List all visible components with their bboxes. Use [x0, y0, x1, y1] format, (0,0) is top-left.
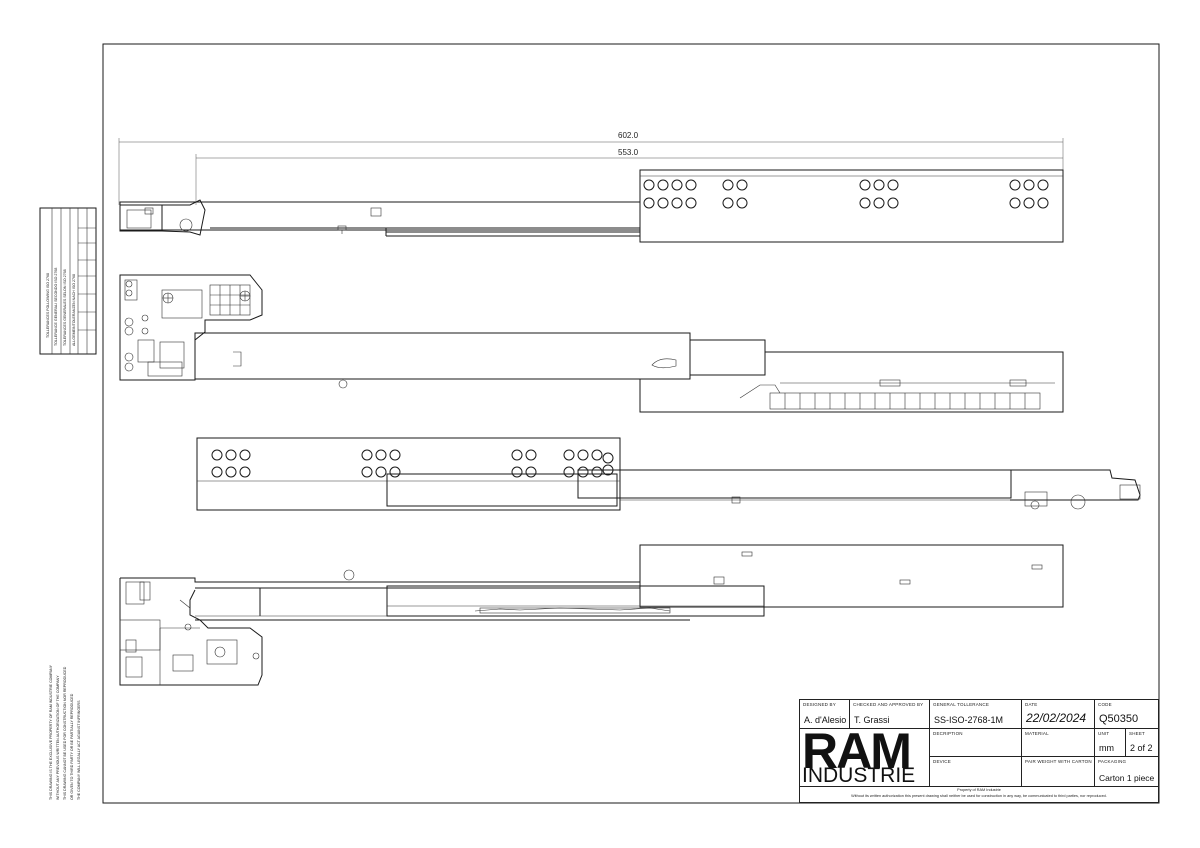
checked-by-value: T. Grassi — [854, 715, 890, 725]
logo-industrie: INDUSTRIE — [802, 764, 916, 787]
view-top — [119, 274, 1064, 413]
description-cell: DECRIPTION — [930, 729, 1022, 757]
tolerance-table: TOLLERANCES FOLLOWING ISO 2768 TOLLERANC… — [39, 207, 97, 355]
packaging-cell: PACKAGING Carton 1 piece — [1095, 757, 1158, 787]
material-cell: MATERIAL — [1022, 729, 1095, 757]
view-bottom — [119, 544, 1064, 686]
pair-weight-cell: PAIR WEIGHT WITH CARTON — [1022, 757, 1095, 787]
dimension-inner-label: 553.0 — [618, 148, 639, 157]
date-cell: DATE 22/02/2024 — [1022, 700, 1095, 729]
general-tolerance-value: SS-ISO-2768-1M — [934, 715, 1004, 725]
unit-cell: UNIT mm — [1095, 729, 1126, 757]
notice-line-5: THE COMPANY WILL LEGALLY ACT AGAINST INF… — [77, 700, 81, 800]
sheet-value: 2 of 2 — [1130, 743, 1153, 753]
company-logo: RAM INDUSTRIE — [800, 723, 930, 787]
dimension-overall-label: 602.0 — [618, 131, 639, 140]
logo-ram: RAM — [802, 723, 912, 779]
footer-property: Property of RAM Industrie — [957, 788, 1001, 792]
dimension-inner: 553.0 — [195, 148, 1063, 205]
title-block-footer: Property of RAM Industrie Without its wr… — [800, 787, 1158, 802]
packaging-value: Carton 1 piece — [1099, 773, 1155, 783]
sheet-border — [102, 43, 1160, 804]
designed-by-cell: DESIGNED BY A. d'Alesio — [800, 700, 850, 729]
designed-by-value: A. d'Alesio — [804, 715, 847, 725]
view-side-bottom — [196, 437, 1141, 511]
checked-by-cell: CHECKED AND APPROVED BY T. Grassi — [850, 700, 930, 729]
title-block: DESIGNED BY A. d'Alesio CHECKED AND APPR… — [799, 699, 1159, 803]
device-cell: DEVICE — [930, 757, 1022, 787]
notice-line-2: WITHOUT ANY PREVIOUS WRITTEN AUTHORIZATI… — [56, 675, 60, 800]
code-cell: CODE Q50350 — [1095, 700, 1158, 729]
dimension-overall: 602.0 — [118, 131, 1064, 205]
general-tolerance-cell: GENERAL TOLLERANCE SS-ISO-2768-1M — [930, 700, 1022, 729]
unit-value: mm — [1099, 743, 1114, 753]
tolerance-line-1: TOLLERANCE GENERALI SECONDO ISO 2768 — [54, 268, 58, 346]
code-value: Q50350 — [1099, 713, 1139, 725]
tolerance-title: TOLLERANCES FOLLOWING ISO 2768 — [46, 273, 50, 338]
notice-line-1: THIS DRAWING IS THE EXCLUSIVE PROPERTY O… — [49, 664, 53, 800]
notice-line-4: OR GIVEN TO THIRD PARTY OR BE PARTIALLY … — [70, 693, 74, 800]
footer-disclaimer: Without its written authorization this p… — [851, 794, 1107, 798]
view-side-top — [119, 169, 1064, 243]
notice-line-3: THIS DRAWING CANNOT BE USED FOR CONSTRUC… — [63, 666, 67, 800]
property-notice: THIS DRAWING IS THE EXCLUSIVE PROPERTY O… — [49, 664, 81, 800]
tolerance-line-2: TOLERANCES GENERALES SELON ISO 2768 — [63, 269, 67, 346]
tolerance-line-3: ALLGEMEINTOLERANZEN NACH ISO 2768 — [72, 274, 76, 346]
sheet-cell: SHEET 2 of 2 — [1126, 729, 1158, 757]
date-value: 22/02/2024 — [1026, 711, 1087, 725]
